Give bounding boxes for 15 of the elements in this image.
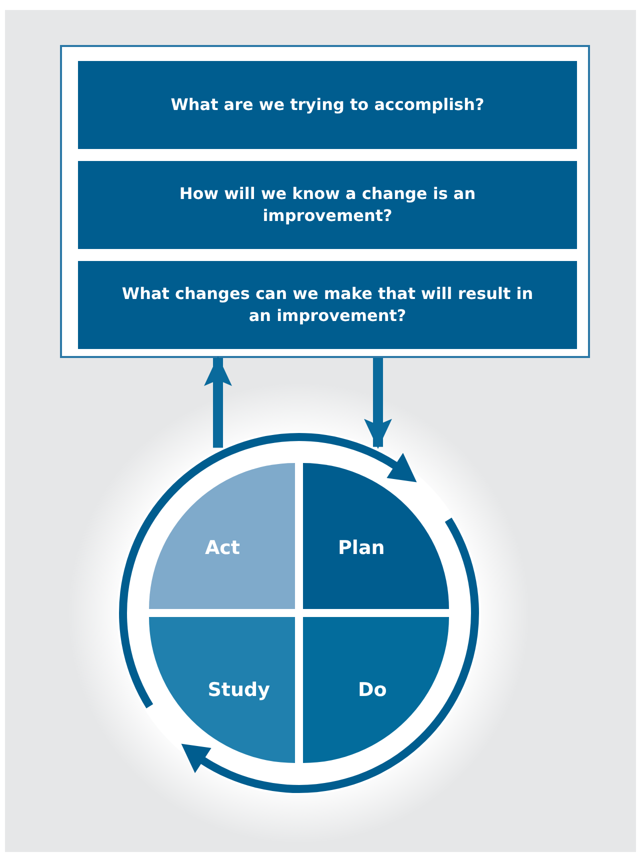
arrow — [204, 356, 232, 448]
quadrant-label: Act — [204, 537, 240, 559]
question-box — [78, 161, 577, 249]
question-text: What are we trying to accomplish? — [170, 94, 484, 116]
quadrant-label: Do — [358, 679, 387, 701]
question-text: What changes can we make that will result in an improvement? — [120, 282, 534, 327]
cycle-arrow — [119, 433, 417, 708]
arrow — [364, 358, 392, 449]
cycle-arrow — [181, 518, 479, 793]
quadrant-label: Plan — [338, 537, 385, 559]
question-box — [78, 61, 577, 149]
quadrant-label: Study — [208, 679, 270, 701]
question-box — [78, 261, 577, 349]
question-text: How will we know a change is an improvement? — [178, 182, 477, 227]
question-panel — [60, 45, 590, 358]
